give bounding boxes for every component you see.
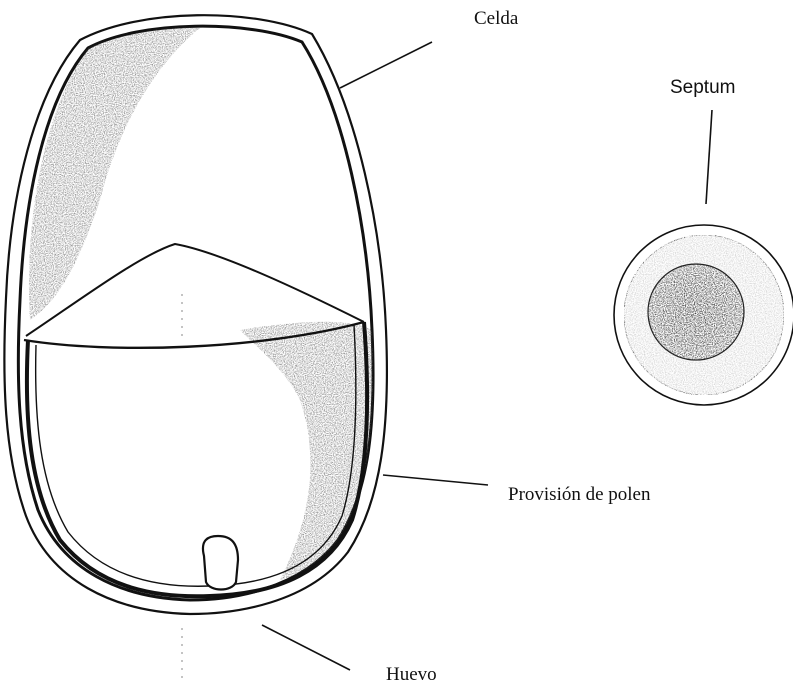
- leader-provision: [383, 475, 488, 485]
- label-provision: Provisión de polen: [508, 484, 651, 505]
- leader-celda: [340, 42, 432, 88]
- cell-stippling: [29, 28, 373, 580]
- leader-huevo: [262, 625, 350, 670]
- label-celda: Celda: [474, 8, 519, 29]
- septum-disc: [614, 225, 793, 405]
- label-huevo: Huevo: [386, 664, 437, 685]
- egg: [203, 536, 238, 590]
- label-septum: Septum: [670, 77, 735, 98]
- leader-septum: [706, 110, 712, 204]
